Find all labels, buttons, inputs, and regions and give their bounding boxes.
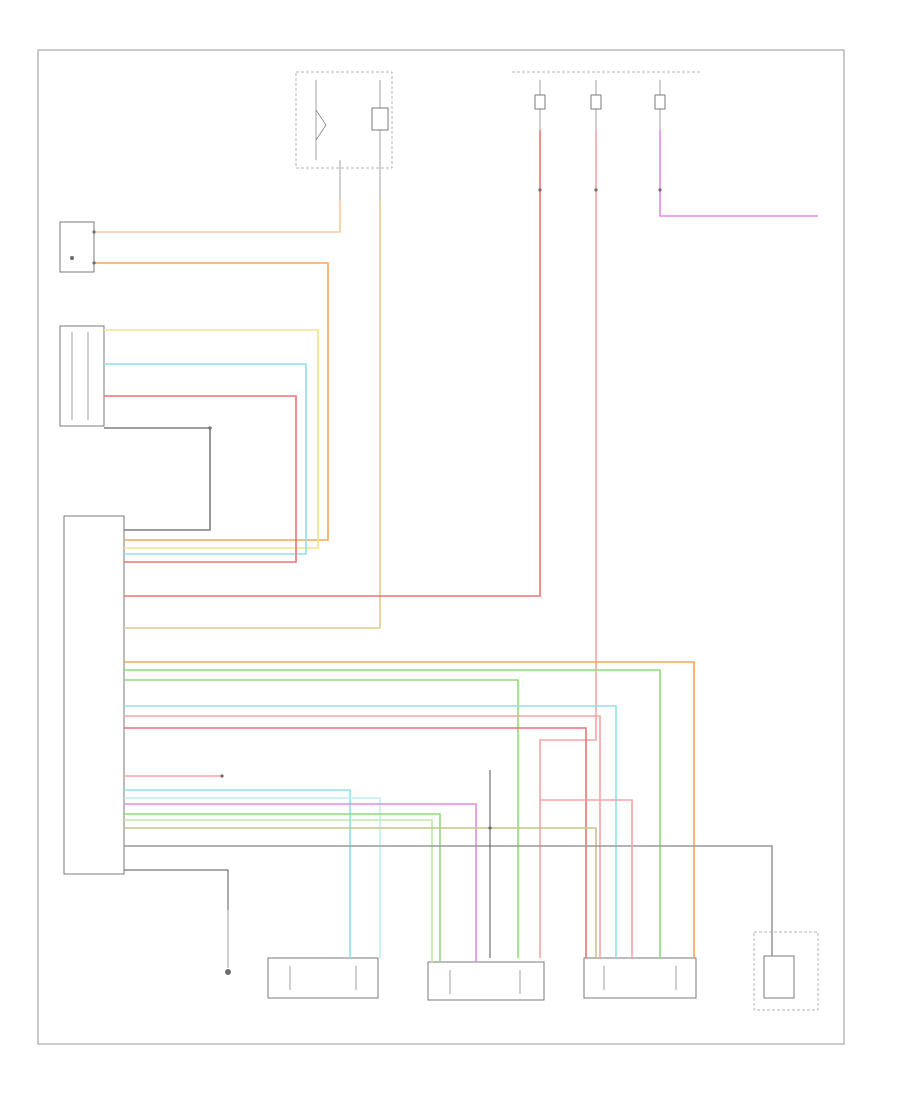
wire-orange-sensor1	[94, 262, 329, 541]
wire-pink-main	[539, 130, 597, 958]
wire-light-orange-top	[94, 200, 341, 233]
bottom-sensor-right	[753, 931, 819, 1011]
wire-cyan-upper	[104, 363, 307, 555]
bottom-switch-3	[583, 957, 697, 999]
sensor-module-2	[59, 325, 105, 427]
wire-black-ground	[124, 869, 229, 910]
ground-symbol	[225, 910, 231, 975]
wire-orange-long	[124, 661, 695, 958]
wire-cyan-low	[124, 789, 351, 958]
wire-salmon	[104, 395, 297, 563]
wire-olive-low	[124, 827, 597, 958]
wire-salmon-mid	[124, 727, 587, 958]
wire-gray	[104, 427, 211, 531]
wire-green-1	[124, 669, 661, 958]
diagram-frame	[37, 49, 845, 1045]
junction-dots	[92, 188, 662, 830]
wire-pink-mid	[124, 715, 601, 958]
bottom-switch-2	[427, 961, 545, 1001]
wire-magenta-top	[659, 130, 818, 217]
top-relay-block	[295, 71, 700, 200]
main-module	[63, 515, 125, 875]
wire-cyan-mid	[124, 705, 617, 958]
wire-yellow	[104, 329, 319, 549]
wire-green-low-1	[124, 813, 441, 962]
wires	[94, 130, 818, 962]
wire-light-cyan-low	[124, 797, 381, 958]
wire-green-low-2	[124, 819, 433, 962]
wire-gray-low	[124, 845, 773, 956]
wire-magenta-low	[124, 803, 477, 962]
wire-tan	[124, 200, 381, 629]
wire-pink-right	[540, 799, 633, 958]
wire-red-main	[124, 130, 541, 597]
bottom-switch-1	[267, 957, 379, 999]
wire-green-2	[124, 679, 519, 958]
sensor-module-1	[59, 221, 95, 273]
